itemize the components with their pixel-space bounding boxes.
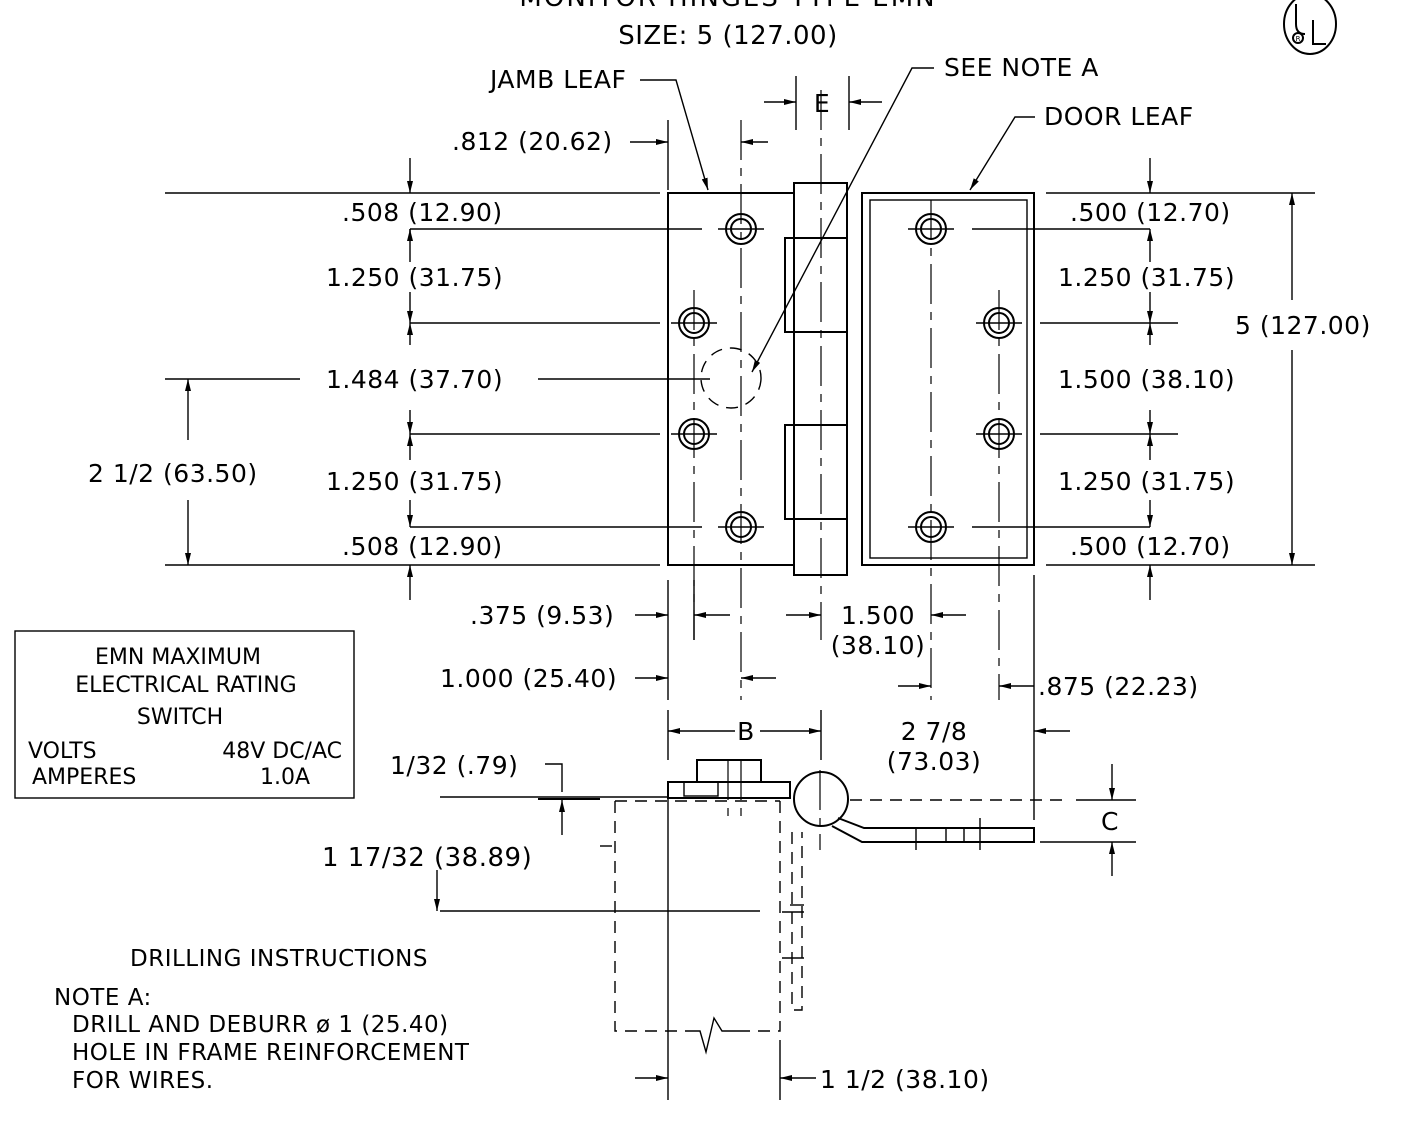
door-vertical-dims bbox=[972, 158, 1315, 600]
dim-508-top: .508 (12.90) bbox=[342, 198, 503, 227]
dim-2-half: 2 1/2 (63.50) bbox=[88, 459, 258, 488]
note-a-label: NOTE A: bbox=[54, 985, 152, 1011]
screw-hole-icon bbox=[671, 418, 717, 450]
svg-text:R: R bbox=[1296, 35, 1301, 43]
amperes-value: 1.0A bbox=[260, 765, 310, 790]
dim-1250-jamb-a: 1.250 (31.75) bbox=[326, 263, 503, 292]
rating-line3: SWITCH bbox=[137, 705, 223, 730]
electrical-rating-box bbox=[14, 630, 355, 799]
screw-hole-icon bbox=[908, 213, 954, 245]
drilling-instructions-heading: DRILLING INSTRUCTIONS bbox=[130, 946, 428, 972]
rating-line2: ELECTRICAL RATING bbox=[75, 673, 296, 698]
door-leaf-label: DOOR LEAF bbox=[1044, 102, 1194, 131]
screw-hole-icon bbox=[718, 213, 764, 245]
jamb-vertical-dims bbox=[165, 158, 710, 600]
screw-hole-icon bbox=[976, 418, 1022, 450]
wire-hole-icon bbox=[700, 347, 762, 409]
door-screw-holes bbox=[908, 213, 1022, 543]
dim-c-label: C bbox=[1101, 807, 1119, 836]
jamb-leaf bbox=[667, 120, 795, 700]
dim-e bbox=[764, 76, 882, 130]
screw-hole-icon bbox=[671, 307, 717, 339]
drawing-size: SIZE: 5 (127.00) bbox=[618, 21, 838, 51]
jamb-leaf-label: JAMB LEAF bbox=[488, 65, 626, 94]
dim-b-label: B bbox=[737, 717, 755, 746]
section-view bbox=[434, 759, 1136, 1100]
screw-hole-icon bbox=[718, 511, 764, 543]
dim-500-bot: .500 (12.70) bbox=[1070, 532, 1231, 561]
dim-508-bot: .508 (12.90) bbox=[342, 532, 503, 561]
dim-1250-door-b: 1.250 (31.75) bbox=[1058, 467, 1235, 496]
note-a-line1: DRILL AND DEBURR ø 1 (25.40) bbox=[72, 1012, 449, 1038]
dim-1-17-32: 1 17/32 (38.89) bbox=[322, 843, 532, 873]
screw-hole-icon bbox=[908, 511, 954, 543]
dim-812-label: .812 (20.62) bbox=[452, 127, 613, 156]
dim-1500-h-line2: (38.10) bbox=[831, 631, 926, 660]
dim-e-label: E bbox=[814, 89, 830, 118]
dim-278-line1: 2 7/8 bbox=[901, 717, 968, 746]
drawing-title: MONITOR HINGES TYPE EMN bbox=[519, 0, 936, 13]
dim-1500-door: 1.500 (38.10) bbox=[1058, 365, 1235, 394]
dim-1000: 1.000 (25.40) bbox=[440, 664, 617, 693]
dim-875: .875 (22.23) bbox=[1038, 672, 1199, 701]
dim-500-top: .500 (12.70) bbox=[1070, 198, 1231, 227]
horizontal-dims bbox=[635, 575, 1070, 820]
dim-278-line2: (73.03) bbox=[887, 747, 982, 776]
screw-hole-icon bbox=[976, 307, 1022, 339]
dim-1484: 1.484 (37.70) bbox=[326, 365, 503, 394]
ul-listed-logo: R bbox=[1283, 0, 1337, 55]
dim-812 bbox=[630, 120, 768, 190]
see-note-a-label: SEE NOTE A bbox=[944, 53, 1099, 82]
jamb-screw-holes bbox=[671, 213, 764, 543]
dim-overall-height: 5 (127.00) bbox=[1235, 311, 1371, 340]
callout-leaders bbox=[640, 67, 1035, 373]
note-a-line3: FOR WIRES. bbox=[72, 1068, 214, 1094]
dim-1250-door-a: 1.250 (31.75) bbox=[1058, 263, 1235, 292]
hinge-knuckle bbox=[784, 90, 848, 640]
amperes-label: AMPERES bbox=[32, 765, 136, 790]
dim-1-1-2: 1 1/2 (38.10) bbox=[820, 1065, 990, 1094]
dim-1500-h-line1: 1.500 bbox=[841, 601, 915, 630]
dim-1-32: 1/32 (.79) bbox=[390, 751, 518, 780]
note-a-line2: HOLE IN FRAME REINFORCEMENT bbox=[72, 1040, 470, 1066]
volts-label: VOLTS bbox=[28, 739, 97, 764]
dim-1250-jamb-b: 1.250 (31.75) bbox=[326, 467, 503, 496]
dim-375: .375 (9.53) bbox=[470, 601, 614, 630]
rating-line1: EMN MAXIMUM bbox=[95, 645, 261, 670]
volts-value: 48V DC/AC bbox=[222, 739, 342, 764]
